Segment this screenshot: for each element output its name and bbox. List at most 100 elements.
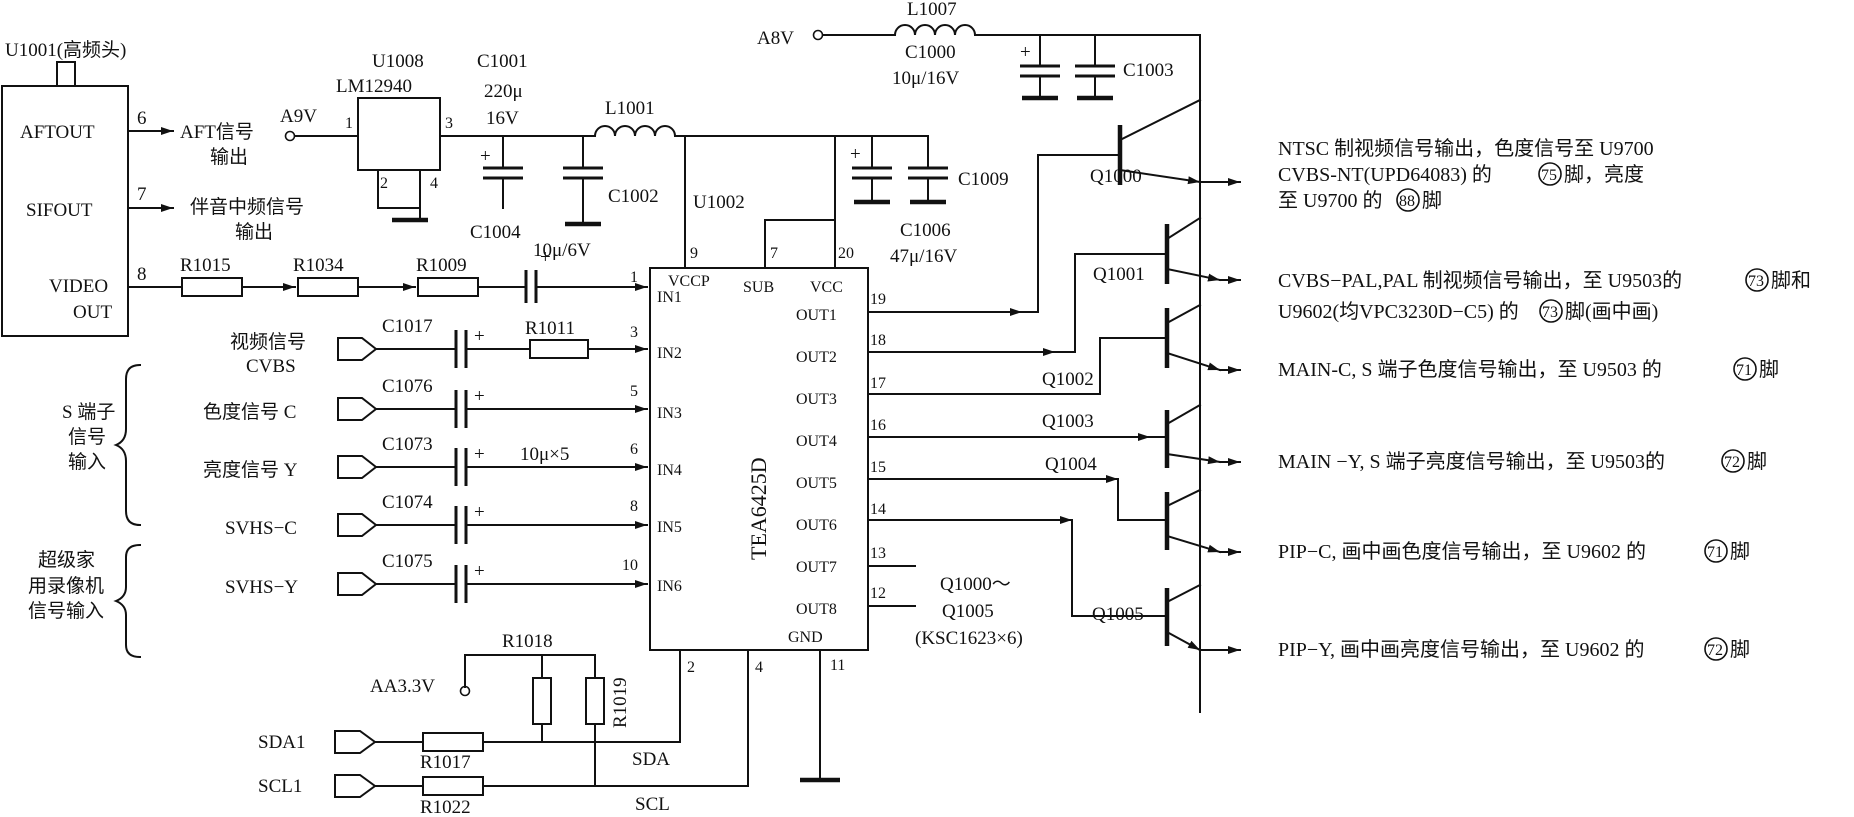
chroma-label: 色度信号 C <box>203 401 296 423</box>
pal-line1a: CVBS−PAL,PAL 制视频信号输出，至 U9503的 <box>1278 269 1682 292</box>
c1000-plus: + <box>1020 42 1031 63</box>
cvbs-connector[interactable] <box>337 337 378 361</box>
chroma-connector[interactable] <box>337 397 378 421</box>
q1000-label: Q1000 <box>1090 166 1142 187</box>
aa33v-terminal <box>459 685 471 697</box>
ic-out4-label: OUT4 <box>796 433 837 450</box>
ic-in6-pin: 10 <box>622 557 638 574</box>
ic-out4-pin: 16 <box>870 417 886 434</box>
desc-mainy: MAIN −Y, S 端子亮度信号输出，至 U9503的 72 脚 <box>1278 449 1767 473</box>
cap-in1-value: 10μ/6V <box>533 240 591 261</box>
ic-out6-label: OUT6 <box>796 517 837 534</box>
tuner-out-label: OUT <box>73 302 112 323</box>
luma-label: 亮度信号 Y <box>203 459 298 481</box>
luma-connector[interactable] <box>337 455 378 479</box>
tuner-box <box>1 85 129 337</box>
sda1-connector[interactable] <box>334 730 377 754</box>
transistor-q1001: Q1001 <box>1093 216 1222 285</box>
pipy-text: PIP−Y, 画中画亮度信号输出，至 U9602 的 <box>1278 638 1645 661</box>
pal-line1b: 脚和 <box>1771 269 1811 292</box>
resistor-r1011 <box>529 339 589 359</box>
pal-line2a: U9602(均VPC3230D−C5) 的 <box>1278 300 1519 323</box>
ic-in5-label: IN5 <box>657 519 682 536</box>
r1017-label: R1017 <box>420 752 471 773</box>
sterm-label-1: S 端子 <box>62 401 115 423</box>
pal-circle-73b <box>1539 299 1563 323</box>
tuner-sifout-label: SIFOUT <box>26 200 93 221</box>
svhs-c-connector[interactable] <box>337 513 378 537</box>
pipc-circle-71 <box>1704 539 1728 563</box>
svhs-brace <box>113 543 142 659</box>
ic-out2-pin: 18 <box>870 332 886 349</box>
r1009-label: R1009 <box>416 255 467 276</box>
svhs-y-connector[interactable] <box>337 572 378 596</box>
sda1-label: SDA1 <box>258 732 306 753</box>
c1000-value: 10μ/16V <box>892 68 959 89</box>
ic-out1-label: OUT1 <box>796 307 837 324</box>
inductor-l1001 <box>593 125 677 138</box>
ic-pin2: 2 <box>687 659 695 676</box>
ic-out7-label: OUT7 <box>796 559 837 576</box>
ic-in3-pin: 5 <box>630 383 638 400</box>
aft-label-1: AFT信号 <box>180 121 254 143</box>
reg-pin3: 3 <box>445 115 453 132</box>
mainy-suffix: 脚 <box>1747 450 1767 473</box>
ic-in4-label: IN4 <box>657 462 682 479</box>
ic-vccp-label: VCCP <box>668 273 710 290</box>
resistor-r1018 <box>532 677 552 725</box>
transistor-q1005: Q1005 <box>1092 583 1202 652</box>
resistor-r1017 <box>422 732 484 752</box>
c1073-label: C1073 <box>382 434 433 455</box>
ntsc-line2b: 脚，亮度 <box>1564 163 1644 186</box>
cvbs-label-1: 视频信号 <box>230 331 306 353</box>
ntsc-line3b: 脚 <box>1422 189 1442 212</box>
ic-out2-label: OUT2 <box>796 349 837 366</box>
ntsc-line3a: 至 U9700 的 <box>1278 189 1382 212</box>
svhs-label-2: 用录像机 <box>28 575 104 597</box>
ic-tea6425d <box>649 267 869 651</box>
u1002-label: U1002 <box>693 192 745 213</box>
ic-pin9: 9 <box>690 245 698 262</box>
ntsc-line2a: CVBS-NT(UPD64083) 的 <box>1278 163 1492 186</box>
q1003-label: Q1003 <box>1042 411 1094 432</box>
resistor-r1015 <box>181 277 243 297</box>
ntsc-circle-88 <box>1396 188 1420 212</box>
scl1-connector[interactable] <box>334 774 377 798</box>
c1073-plus: + <box>474 444 485 465</box>
q-note-3: (KSC1623×6) <box>915 628 1023 649</box>
ntsc-circle-75 <box>1538 162 1562 186</box>
svhs-y-label: SVHS−Y <box>225 577 298 598</box>
reg-ref: U1008 <box>372 51 424 72</box>
l1001-label: L1001 <box>605 98 655 119</box>
input-chroma: 色度信号 C + C1076 <box>203 376 648 428</box>
mainc-text: MAIN-C, S 端子色度信号输出，至 U9503 的 <box>1278 358 1662 381</box>
pal-pin73a: 73 <box>1748 273 1764 290</box>
r1011-label: R1011 <box>525 318 575 339</box>
c1001-ref: C1001 <box>477 51 528 72</box>
desc-ntsc: NTSC 制视频信号输出，色度信号至 U9700 CVBS-NT(UPD6408… <box>1278 137 1654 212</box>
ic-part-label: TEA6425D <box>746 457 771 560</box>
ic-out6-pin: 14 <box>870 501 886 518</box>
ic-in6-label: IN6 <box>657 578 682 595</box>
transistor-q1003: Q1003 <box>1042 403 1222 468</box>
c1076-plus: + <box>474 386 485 407</box>
ic-gnd-label: GND <box>788 629 823 646</box>
ic-in2-pin: 3 <box>630 324 638 341</box>
tuner-ref: U1001(高频头) <box>5 39 126 61</box>
regulator-u1008 <box>357 97 441 171</box>
r1034-label: R1034 <box>293 255 344 276</box>
c1001-value1: 220μ <box>484 81 523 102</box>
ic-in1-label: IN1 <box>657 289 682 306</box>
c1075-plus: + <box>474 561 485 582</box>
c1000-ref: C1000 <box>905 42 956 63</box>
pipy-suffix: 脚 <box>1730 638 1750 661</box>
c1009-label: C1009 <box>958 169 1009 190</box>
ic-in2-label: IN2 <box>657 345 682 362</box>
r1022-label: R1022 <box>420 797 471 817</box>
ic-sub-label: SUB <box>743 279 774 296</box>
ic-pin11: 11 <box>830 657 845 674</box>
reg-supply: A9V <box>280 106 317 127</box>
resistor-r1019 <box>585 677 605 725</box>
tuner-aftout-label: AFTOUT <box>20 122 95 143</box>
q1002-label: Q1002 <box>1042 369 1094 390</box>
